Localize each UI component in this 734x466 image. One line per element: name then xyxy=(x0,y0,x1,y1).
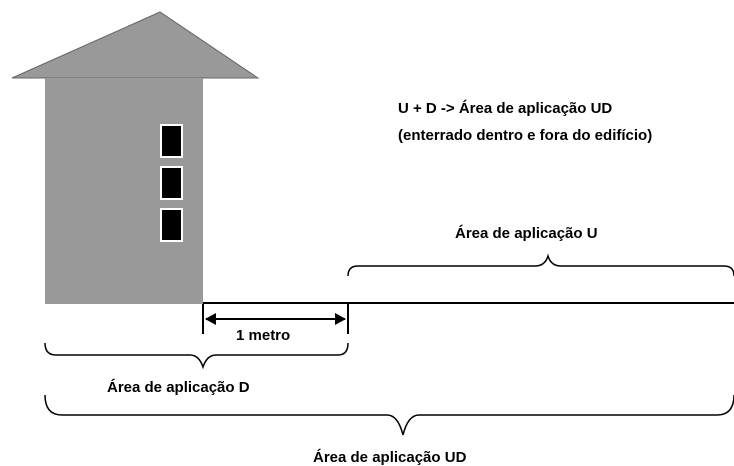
area-d-brace xyxy=(44,342,349,370)
area-ud-label: Área de aplicação UD xyxy=(313,449,467,466)
distance-marker xyxy=(202,304,349,334)
building-window-3 xyxy=(160,208,183,242)
distance-arrowhead-left xyxy=(205,313,216,325)
distance-arrowhead-right xyxy=(335,313,346,325)
building-roof xyxy=(11,11,260,79)
area-u-label: Área de aplicação U xyxy=(455,225,598,242)
area-u-brace xyxy=(347,253,734,277)
title-line-1: U + D -> Área de aplicação UD xyxy=(398,100,612,117)
title-line-2: (enterrado dentro e fora do edifício) xyxy=(398,127,652,144)
distance-label: 1 metro xyxy=(236,327,290,344)
building-window-2 xyxy=(160,166,183,200)
building xyxy=(11,11,260,304)
area-d-label: Área de aplicação D xyxy=(107,379,250,396)
area-ud-brace xyxy=(44,394,734,436)
building-window-1 xyxy=(160,124,183,158)
